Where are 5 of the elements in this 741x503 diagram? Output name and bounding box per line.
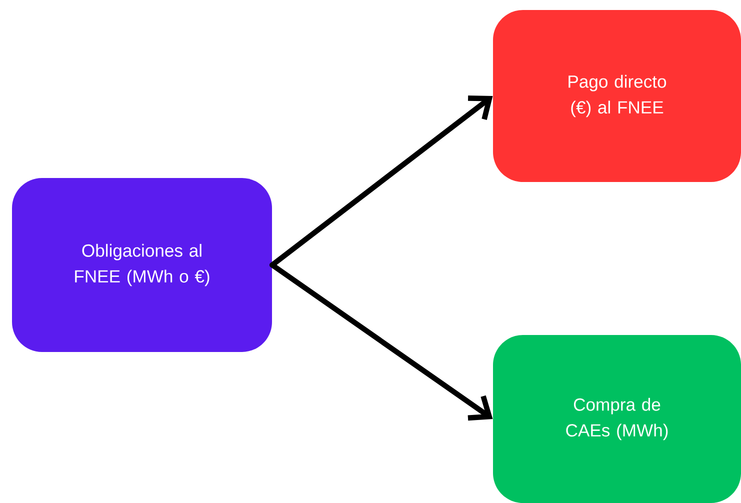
arrow [270,95,493,268]
process-box: Pago directo (€) al FNEE [493,10,741,182]
arrow [270,262,493,421]
process-box: Obligaciones al FNEE (MWh o €) [12,178,272,352]
process-box: Compra de CAEs (MWh) [493,335,741,503]
